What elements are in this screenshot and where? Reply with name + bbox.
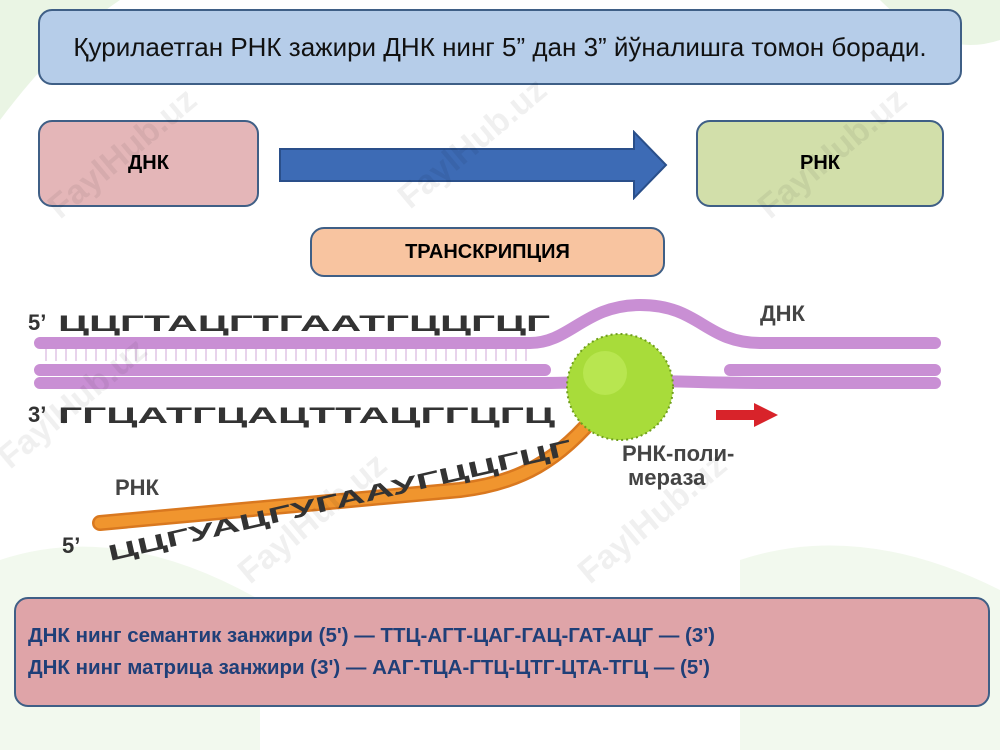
direction-arrow <box>716 403 778 427</box>
transcription-diagram: 5’ ЦЦГТАЦГТГААТГЦЦГЦГ 3’ ГГЦАТГЦАЦТТАЦГГ… <box>28 298 941 566</box>
bottom-strand-sequence: ГГЦАТГЦАЦТТАЦГГЦГЦ <box>58 403 555 428</box>
title-text: Қурилаетган РНК зажири ДНК нинг 5” дан 3… <box>73 31 927 62</box>
dna-box-label: ДНК <box>128 152 169 174</box>
top-strand-5-prime: 5’ <box>28 310 46 335</box>
polymerase-label-line2: мераза <box>628 465 706 490</box>
semantic-strand-text: ДНК нинг семантик занжири (5') — ТТЦ-АГТ… <box>28 624 715 647</box>
title-box: Қурилаетган РНК зажири ДНК нинг 5” дан 3… <box>38 9 962 85</box>
top-strand-sequence: ЦЦГТАЦГТГААТГЦЦГЦГ <box>58 311 551 336</box>
flow-arrow <box>279 130 668 200</box>
polymerase-label-line1: РНК-поли- <box>622 441 734 466</box>
transcription-label: ТРАНСКРИПЦИЯ <box>405 240 570 263</box>
dna-top-strand <box>34 298 941 349</box>
rna-box-label: РНК <box>800 152 840 174</box>
transcription-box: ТРАНСКРИПЦИЯ <box>310 227 665 277</box>
template-strand-text: ДНК нинг матрица занжири (3') — ААГ-ТЦА-… <box>28 656 710 679</box>
rna-box: РНК <box>696 120 944 207</box>
bottom-strand-3-prime: 3’ <box>28 402 46 427</box>
rna-label: РНК <box>115 475 160 500</box>
dna-box: ДНК <box>38 120 259 207</box>
dna-bottom-strand <box>34 374 941 389</box>
rna-5-prime: 5’ <box>62 533 80 558</box>
dna-label: ДНК <box>760 301 806 326</box>
rna-sequence: ЦЦГУАЦГУГААУГЦЦГЦГ <box>106 434 575 565</box>
strands-box: ДНК нинг семантик занжири (5') — ТТЦ-АГТ… <box>14 597 990 707</box>
